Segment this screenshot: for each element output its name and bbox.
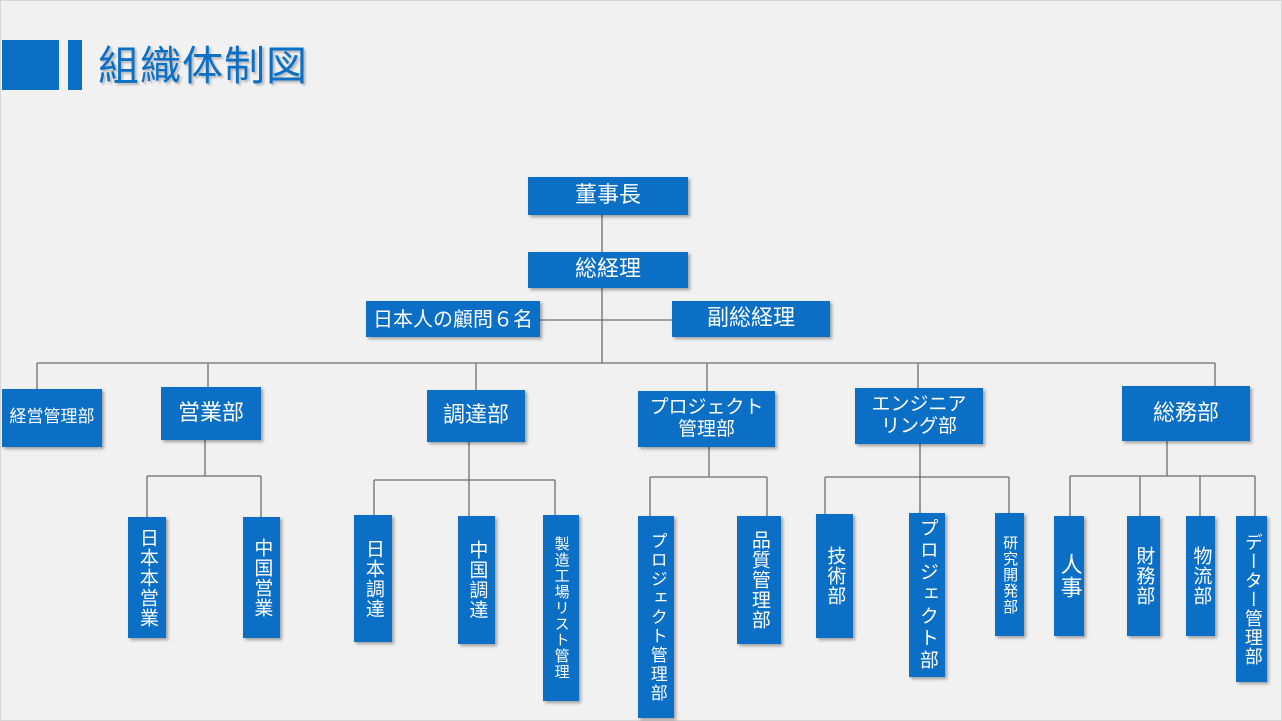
node-china-sales: 中国営業 xyxy=(243,517,280,638)
node-human-resources: 人事 xyxy=(1054,516,1084,636)
node-project-management-sub: プロジェクト管理部 xyxy=(638,516,674,718)
node-japan-procurement: 日本調達 xyxy=(354,515,392,642)
node-china-procurement: 中国調達 xyxy=(458,516,495,644)
page-title: 組織体制図 xyxy=(98,42,308,90)
node-general-affairs-dept: 総務部 xyxy=(1122,386,1250,441)
node-japan-sales: 日本本営業 xyxy=(128,517,166,638)
node-general-manager: 総経理 xyxy=(528,252,688,288)
node-logistics-dept: 物流部 xyxy=(1186,516,1215,636)
node-procurement-dept: 調達部 xyxy=(427,390,525,442)
node-project-management-dept: プロジェクト 管理部 xyxy=(638,391,775,447)
node-sales-dept: 営業部 xyxy=(161,387,261,440)
node-deputy-general-manager: 副総経理 xyxy=(672,301,830,337)
node-quality-management: 品質管理部 xyxy=(737,516,781,644)
title-accent-block xyxy=(2,40,59,90)
node-advisors: 日本人の顧問６名 xyxy=(366,301,540,337)
node-engineering-dept: エンジニア リング部 xyxy=(855,388,983,444)
node-management-dept: 経営管理部 xyxy=(2,389,102,447)
title-accent-bar xyxy=(68,40,82,90)
node-rnd-dept: 研究開発部 xyxy=(995,513,1024,636)
node-project-dept: プロジェクト部 xyxy=(909,513,945,677)
node-chairman: 董事長 xyxy=(528,177,688,215)
node-finance-dept: 財務部 xyxy=(1127,516,1160,636)
node-factory-list-management: 製造工場リスト管理 xyxy=(543,515,579,701)
node-technology-dept: 技術部 xyxy=(816,514,853,638)
node-data-management-dept: データー管理部 xyxy=(1236,516,1267,682)
